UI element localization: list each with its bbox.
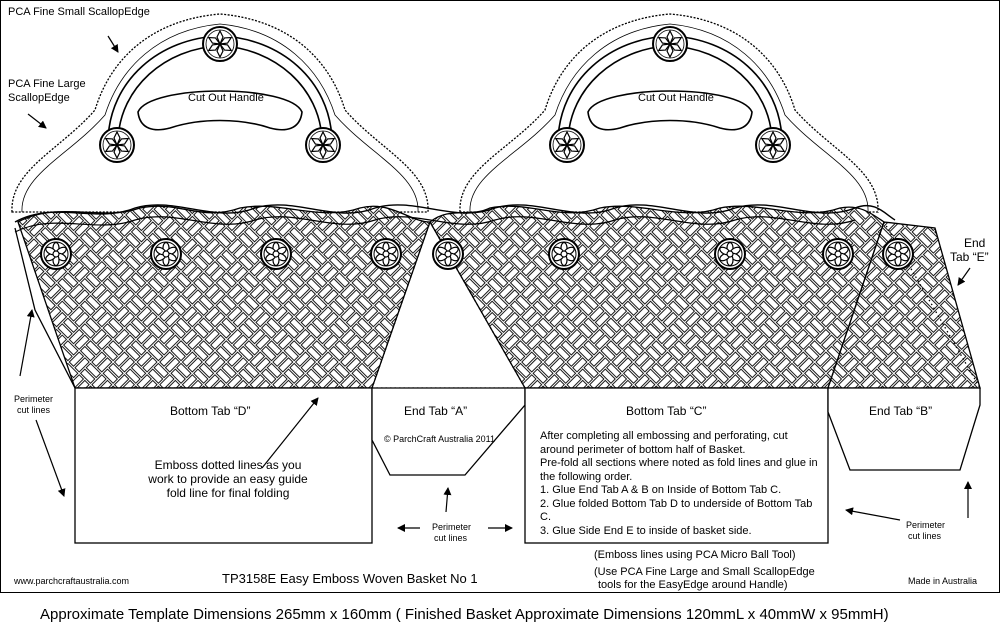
label-perimeter-mid-1: Perimeter (432, 522, 472, 532)
arrow-emboss-note (261, 397, 319, 469)
label-perimeter-mid-2: cut lines (434, 533, 468, 543)
label-end-tab-b: End Tab “B” (869, 404, 933, 418)
pointer-arrows (19, 35, 972, 532)
label-tool-note-2: (Use PCA Fine Large and Small ScallopEdg… (594, 566, 815, 578)
label-emboss-note-1: Emboss dotted lines as you (154, 458, 302, 472)
instruction-line: After completing all embossing and perfo… (540, 430, 788, 456)
label-emboss-note-3: fold line for final folding (166, 486, 290, 500)
instruction-line: 3. Glue Side End E to inside of basket s… (540, 524, 752, 537)
label-perimeter-left-1: Perimeter (14, 394, 54, 404)
label-website: www.parchcraftaustralia.com (14, 576, 130, 586)
label-fine-large-scallop-2: ScallopEdge (8, 92, 70, 104)
instruction-line: 1. Glue End Tab A & B on Inside of Botto… (540, 484, 782, 496)
arrow-large-scallop (27, 113, 47, 129)
bottom-tabs (74, 387, 981, 544)
instruction-line: 2. Glue folded Bottom Tab D to underside… (540, 497, 813, 524)
label-fine-small-scallop: PCA Fine Small ScallopEdge (8, 6, 150, 18)
label-perimeter-right-1: Perimeter (906, 520, 946, 530)
arrow-end-tab-e (957, 267, 971, 286)
label-perimeter-left-2: cut lines (17, 405, 51, 415)
label-bottom-tab-c: Bottom Tab “C” (626, 404, 707, 418)
arrow-perimeter-right-left (845, 507, 901, 521)
label-bottom-tab-d: Bottom Tab “D” (170, 404, 251, 418)
label-dimensions: Approximate Template Dimensions 265mm x … (40, 606, 889, 623)
woven-band (14, 204, 981, 389)
left-handle (11, 13, 429, 213)
bottom-tab-d-outline (74, 387, 373, 544)
end-tab-b-outline (827, 387, 981, 471)
label-template-title: TP3158E Easy Emboss Woven Basket No 1 (222, 571, 478, 586)
arrow-perimeter-down (35, 419, 66, 497)
bottom-tab-c-outline (524, 387, 829, 544)
arrow-small-scallop (107, 35, 119, 53)
label-end-tab-a: End Tab “A” (404, 404, 468, 418)
label-made-in: Made in Australia (908, 576, 978, 586)
label-copyright: © ParchCraft Australia 2011 (384, 434, 496, 444)
instruction-line: Pre-fold all sections where noted as fol… (540, 457, 818, 483)
label-end-tab-e-2: Tab “E” (950, 250, 989, 264)
label-perimeter-right-2: cut lines (908, 531, 942, 541)
arrow-perimeter-up (19, 309, 35, 377)
label-emboss-note-2: work to provide an easy guide (148, 472, 308, 486)
label-cut-out-handle-left: Cut Out Handle (188, 92, 264, 104)
right-handle (459, 13, 879, 213)
label-fine-large-scallop-1: PCA Fine Large (8, 78, 86, 90)
label-cut-out-handle-right: Cut Out Handle (638, 92, 714, 104)
label-tool-note-3: tools for the EasyEdge around Handle) (598, 579, 788, 591)
assembly-instructions: After completing all embossing and perfo… (540, 430, 822, 538)
arrow-perimeter-mid-up (443, 487, 452, 513)
label-end-tab-e-1: End (964, 236, 986, 250)
label-tool-note-1: (Emboss lines using PCA Micro Ball Tool) (594, 549, 796, 561)
